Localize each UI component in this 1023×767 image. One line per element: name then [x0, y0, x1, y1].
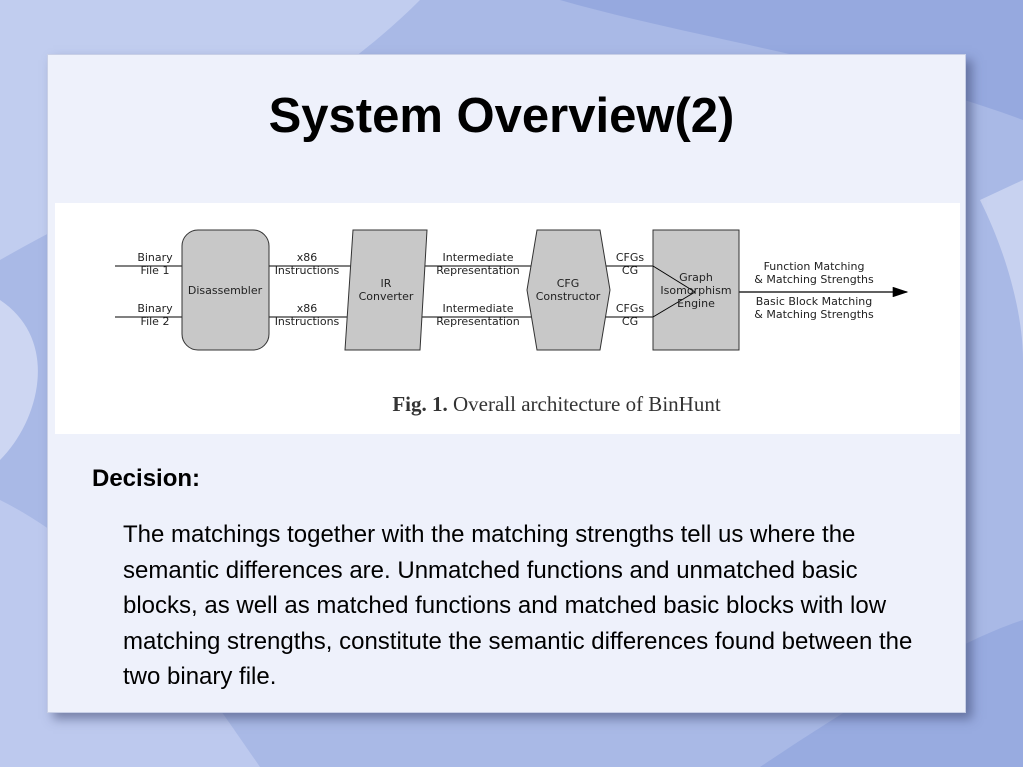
label-ir-top-1: Intermediate: [443, 251, 514, 264]
label-cfg-bot-2: CG: [622, 315, 638, 328]
label-cfg-top-1: CFGs: [616, 251, 645, 264]
node-ir-converter: [344, 229, 428, 351]
label-x86-bot-1: x86: [297, 302, 318, 315]
figure-caption-text: Overall architecture of BinHunt: [453, 392, 721, 416]
section-heading: Decision:: [92, 465, 201, 492]
architecture-diagram: Binary File 1 Binary File 2 Disassembler…: [115, 229, 909, 351]
label-output-func-1: Function Matching: [764, 260, 865, 273]
label-cfg-line2: Constructor: [536, 290, 601, 303]
label-binary1-line2: File 1: [141, 264, 170, 277]
label-x86-bot-2: Instructions: [275, 315, 340, 328]
label-graph-line2: Isomorphism: [660, 284, 731, 297]
label-ir-line1: IR: [381, 277, 392, 290]
label-output-func-2: & Matching Strengths: [754, 273, 874, 286]
label-x86-top-1: x86: [297, 251, 318, 264]
node-disassembler: [181, 229, 270, 351]
label-cfg-bot-1: CFGs: [616, 302, 645, 315]
figure-caption-label: Fig. 1.: [392, 392, 448, 416]
node-graph-engine: [652, 229, 740, 351]
label-ir-bot-1: Intermediate: [443, 302, 514, 315]
label-binary2-line2: File 2: [141, 315, 170, 328]
label-binary1-line1: Binary: [137, 251, 173, 264]
label-graph-line3: Engine: [677, 297, 715, 310]
label-binary2-line1: Binary: [137, 302, 173, 315]
label-graph-line1: Graph: [679, 271, 713, 284]
label-output-bb-2: & Matching Strengths: [754, 308, 874, 321]
figure-caption: Fig. 1. Overall architecture of BinHunt: [55, 392, 960, 417]
label-disassembler: Disassembler: [188, 284, 263, 297]
node-cfg-constructor: [526, 229, 611, 351]
label-cfg-line1: CFG: [557, 277, 580, 290]
body-paragraph: The matchings together with the matching…: [123, 521, 913, 690]
label-ir-bot-2: Representation: [436, 315, 520, 328]
architecture-figure: Binary File 1 Binary File 2 Disassembler…: [55, 203, 960, 434]
label-output-bb-1: Basic Block Matching: [756, 295, 872, 308]
label-x86-top-2: Instructions: [275, 264, 340, 277]
slide-title: System Overview(2): [268, 89, 735, 143]
label-cfg-top-2: CG: [622, 264, 638, 277]
label-ir-line2: Converter: [359, 290, 414, 303]
label-ir-top-2: Representation: [436, 264, 520, 277]
